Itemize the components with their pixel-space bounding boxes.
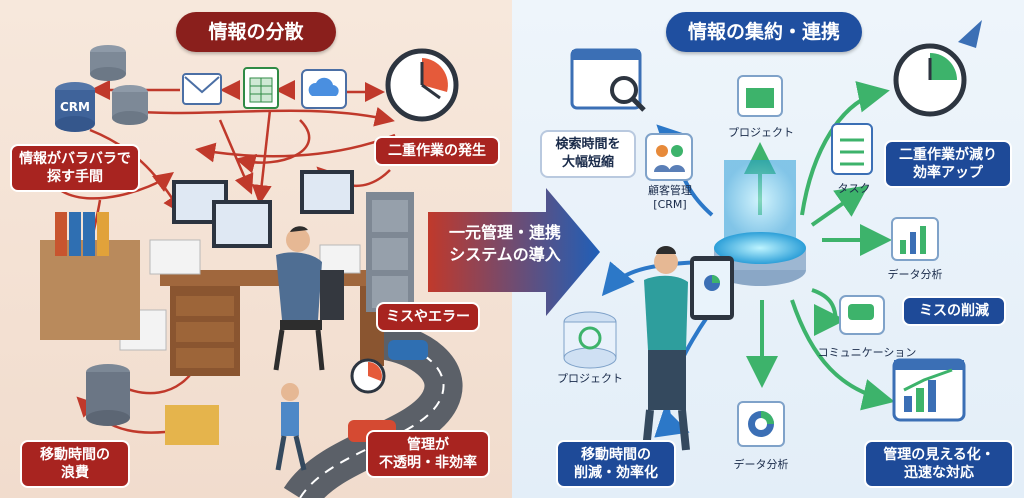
label-travel-reduced-line2: 削減・効率化 [574,465,658,481]
integration-arrows-green [744,81,895,411]
label-search-time-line1: 検索時間を [555,137,621,152]
task-clipboard-icon [831,123,873,175]
label-double-work-reduced: 二重作業が減り 効率アップ [884,140,1012,188]
label-travel-reduced: 移動時間の 削減・効率化 [556,440,676,488]
left-title: 情報の分散 [176,12,336,52]
label-crm-line1: 顧客管理 [648,184,692,197]
label-opaque-management: 管理が 不透明・非効率 [366,430,490,478]
label-data-analysis-right: データ分析 [887,268,943,281]
label-double-work-reduced-line2: 効率アップ [913,165,983,181]
label-travel-waste-line2: 浪費 [61,465,89,481]
person-with-tablet [642,246,734,451]
label-crm: 顧客管理 [CRM] [644,182,696,211]
label-crm-line2: [CRM] [653,198,687,211]
dashboard-icon [892,358,966,422]
mail-icon [182,73,222,105]
cloud-icon [301,69,347,109]
label-project-top: プロジェクト [728,126,794,139]
label-fewer-errors: ミスの削減 [902,296,1006,326]
label-project-left: プロジェクト [557,372,623,385]
label-visible-management-line1: 管理の見える化・ [883,447,995,463]
label-double-work-reduced-line1: 二重作業が減り [899,147,997,163]
label-search-time-line2: 大幅短縮 [561,155,614,170]
center-arrow-text: 一元管理・連携 システムの導入 [430,222,580,266]
crm-database-icon [55,45,148,132]
project-folder-icon [737,75,783,117]
label-visible-management: 管理の見える化・ 迅速な対応 [864,440,1014,488]
label-search-effort-line1: 情報がバラバラで [19,151,131,167]
chat-icon [839,295,885,335]
label-travel-reduced-line1: 移動時間の [581,447,651,463]
center-transition-arrow [428,188,600,316]
crm-people-icon [645,133,693,181]
right-title: 情報の集約・連携 [666,12,862,52]
pie-chart-icon [737,401,785,447]
integrated-scene [563,20,982,451]
clock-icon [385,48,459,122]
central-hub [714,160,806,286]
label-travel-waste-line1: 移動時間の [40,447,110,463]
center-arrow-line2: システムの導入 [449,245,561,264]
search-window-icon [570,48,646,112]
label-opaque-management-line2: 不透明・非効率 [379,455,477,471]
label-search-effort-line2: 探す手間 [47,169,103,185]
label-opaque-management-line1: 管理が [407,437,449,453]
messy-office-desk [40,170,428,471]
label-data-analysis-bottom: データ分析 [733,458,789,471]
label-double-work: 二重作業の発生 [374,136,500,166]
label-visible-management-line2: 迅速な対応 [904,465,974,481]
bar-chart-icon [891,217,939,261]
label-travel-waste: 移動時間の 浪費 [20,440,130,488]
label-errors: ミスやエラー [376,302,480,332]
clock-rocket-icon [893,20,982,117]
spreadsheet-icon [243,67,279,109]
center-arrow-line1: 一元管理・連携 [448,223,561,242]
left-panel-information-scattered: 情報の分散 CRM 情報がバラバラで 探す手間 二重作業の発生 ミスやエラー 移… [0,0,512,498]
label-search-effort: 情報がバラバラで 探す手間 [10,144,140,192]
crm-label: CRM [60,100,90,114]
right-panel-information-integrated: 情報の集約・連携 検索時間を 大幅短縮 顧客管理 [CRM] プロジェクト タス… [512,0,1024,498]
sync-database-icon [563,311,617,369]
label-communication: コミュニケーション [817,346,917,359]
label-task: タスク [837,182,871,195]
label-search-time: 検索時間を 大幅短縮 [540,130,636,178]
